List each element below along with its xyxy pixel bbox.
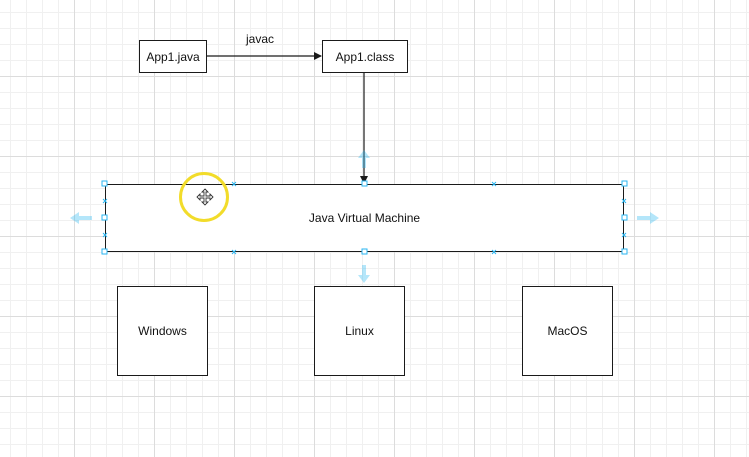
connect-arrow-right-icon[interactable] bbox=[637, 212, 659, 224]
jvm-label: Java Virtual Machine bbox=[308, 211, 421, 225]
class-file-node[interactable]: App1.class bbox=[322, 40, 408, 73]
macos-label: MacOS bbox=[547, 324, 588, 338]
linux-node[interactable]: Linux bbox=[314, 286, 405, 376]
compile-edge-label: javac bbox=[246, 32, 275, 46]
source-file-label: App1.java bbox=[146, 49, 200, 64]
windows-label: Windows bbox=[138, 324, 187, 338]
source-file-node[interactable]: App1.java bbox=[139, 40, 207, 73]
connect-arrow-down-icon[interactable] bbox=[358, 265, 370, 283]
connect-arrow-up-icon[interactable] bbox=[358, 150, 370, 168]
windows-node[interactable]: Windows bbox=[117, 286, 208, 376]
resize-handles[interactable] bbox=[101, 180, 628, 255]
connect-arrow-left-icon[interactable] bbox=[70, 212, 92, 224]
linux-label: Linux bbox=[345, 324, 374, 338]
connection-points[interactable] bbox=[102, 181, 627, 255]
cursor-highlight bbox=[179, 172, 229, 222]
class-file-label: App1.class bbox=[335, 49, 395, 64]
move-cursor-icon bbox=[196, 188, 214, 206]
macos-node[interactable]: MacOS bbox=[522, 286, 613, 376]
